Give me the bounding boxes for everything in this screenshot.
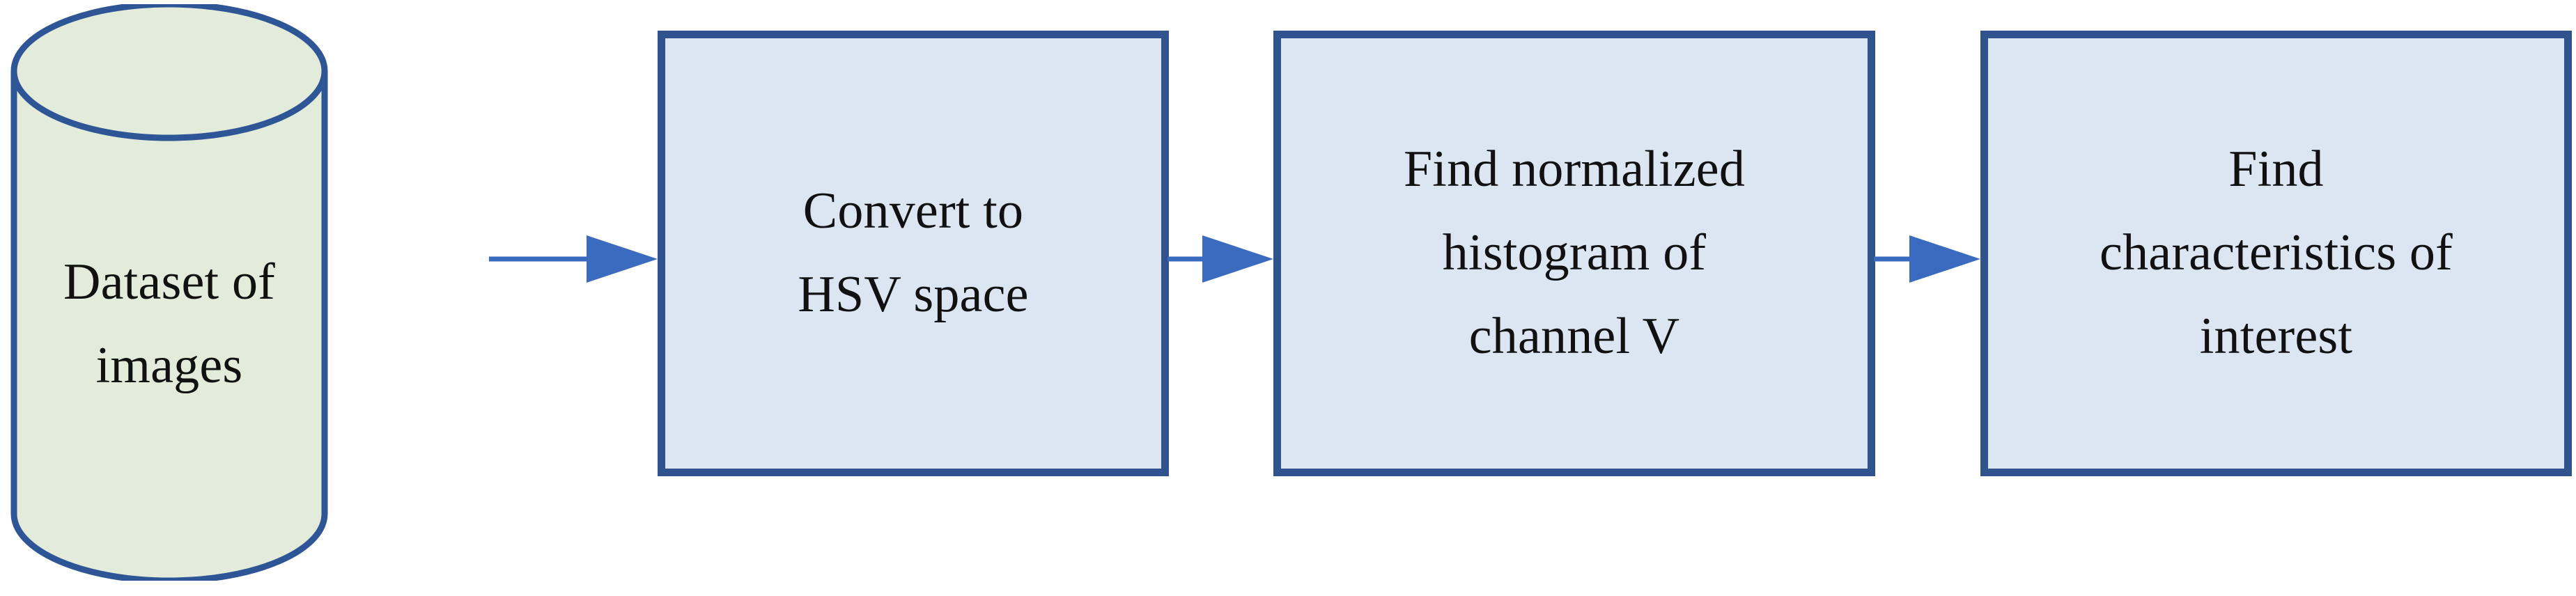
- arrow-right-icon: [1167, 235, 1273, 283]
- node-convert-hsv-box[interactable]: Convert to HSV space: [658, 31, 1169, 476]
- node-convert-hsv-label: Convert to HSV space: [798, 182, 1029, 323]
- cylinder-icon: [10, 4, 328, 581]
- node-characteristics-label: Find characteristics of interest: [2100, 141, 2453, 365]
- node-dataset-cylinder[interactable]: Dataset of images: [8, 4, 330, 581]
- edge-histogram-to-characteristics: [1874, 230, 1983, 288]
- node-characteristics-box[interactable]: Find characteristics of interest: [1980, 31, 2572, 476]
- node-histogram-box[interactable]: Find normalized histogram of channel V: [1273, 31, 1875, 476]
- node-histogram-label: Find normalized histogram of channel V: [1403, 141, 1746, 365]
- arrow-right-icon: [489, 235, 658, 283]
- arrow-right-icon: [1874, 235, 1980, 283]
- edge-dataset-to-convert: [330, 230, 660, 288]
- edge-convert-to-histogram: [1167, 230, 1276, 288]
